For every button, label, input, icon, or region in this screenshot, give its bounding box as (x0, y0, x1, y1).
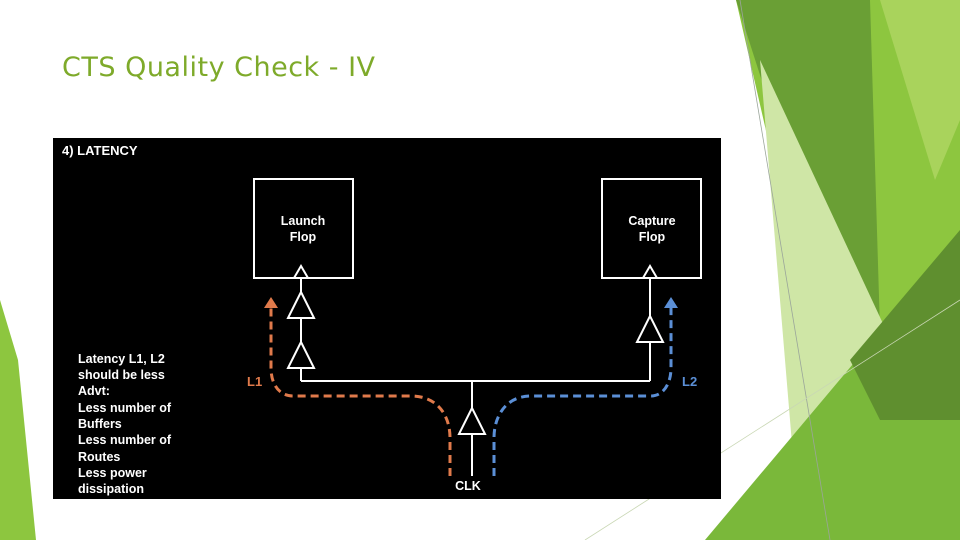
note-line: Less power (78, 466, 147, 480)
note-line: dissipation (78, 482, 144, 496)
launch-flop-box (253, 178, 354, 279)
note-line: Less number of (78, 433, 172, 447)
launch-buffer-1 (286, 339, 316, 369)
green-facet-left-sliver (0, 300, 36, 540)
launch-buffer-2 (286, 289, 316, 319)
capture-flop-label-line2: Flop (639, 230, 666, 244)
l2-label: L2 (682, 374, 697, 389)
note-line: should be less (78, 368, 165, 382)
l1-label: L1 (247, 374, 262, 389)
launch-clock-pin (292, 264, 310, 279)
latency-notes: Latency L1, L2 should be less Advt: Less… (78, 352, 172, 496)
clk-label: CLK (455, 479, 481, 493)
green-facet-top-right (880, 0, 960, 180)
capture-flop-label-line1: Capture (628, 214, 675, 228)
l2-latency-path (492, 306, 673, 476)
note-line: Advt: (78, 384, 110, 398)
decor-line (739, 0, 831, 540)
launch-flop-label-line1: Launch (281, 214, 325, 228)
note-line: Buffers (78, 417, 122, 431)
clk-root-buffer (457, 405, 487, 435)
l1-latency-path (269, 306, 452, 476)
slide-title: CTS Quality Check - IV (62, 52, 376, 83)
capture-flop-box (601, 178, 702, 279)
launch-flop-label-line2: Flop (290, 230, 317, 244)
latency-diagram: 4) LATENCY Launch Flop Capture Flop (53, 138, 721, 499)
diagram-heading: 4) LATENCY (62, 143, 138, 158)
green-facet-dark (850, 230, 960, 420)
l1-arrowhead (264, 297, 278, 308)
note-line: Less number of (78, 401, 172, 415)
decor-line (584, 299, 960, 540)
capture-buffer (635, 313, 665, 343)
note-line: Routes (78, 450, 120, 464)
note-line: Latency L1, L2 (78, 352, 165, 366)
l2-arrowhead (664, 297, 678, 308)
latency-diagram-canvas: 4) LATENCY Launch Flop Capture Flop (62, 143, 702, 496)
capture-clock-pin (641, 264, 659, 279)
clock-tree-wires (300, 278, 651, 476)
